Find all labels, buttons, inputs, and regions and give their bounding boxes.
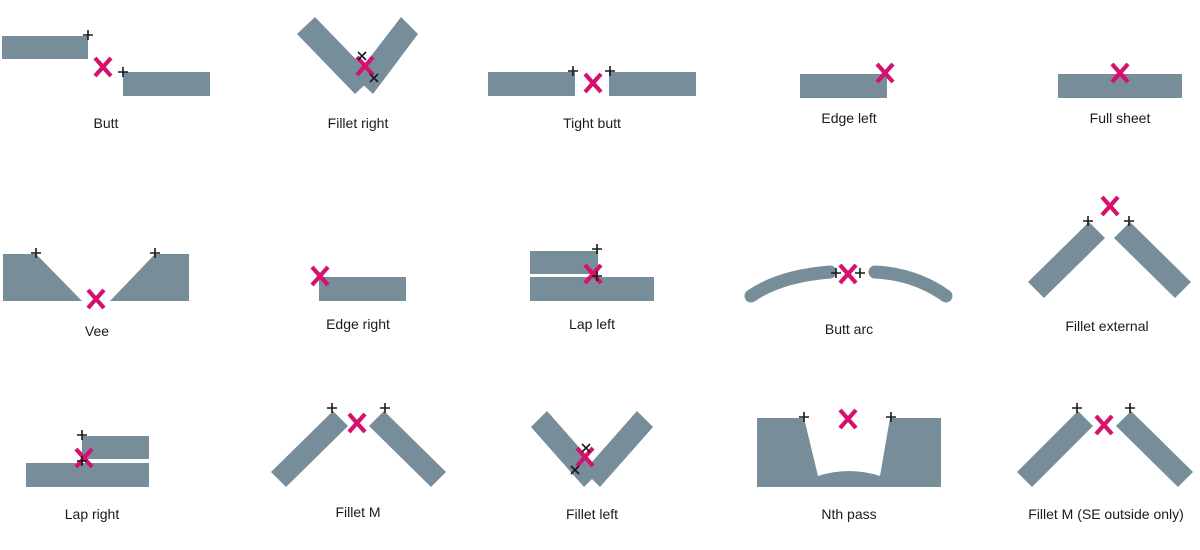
joint-label: Tight butt: [563, 115, 621, 131]
plate: [3, 254, 82, 301]
weld-x-marker: [575, 446, 595, 468]
plate: [1116, 411, 1193, 487]
weld-x-marker: [583, 263, 603, 285]
plate: [609, 72, 696, 96]
plate: [757, 418, 941, 487]
joint-fillet-right: Fillet right: [297, 17, 418, 131]
plus-marker: [83, 30, 93, 40]
plus-marker: [1125, 403, 1135, 413]
plate: [297, 17, 373, 94]
joint-lap-right: Lap right: [26, 430, 149, 522]
joint-fillet-m: Fillet M: [271, 403, 446, 520]
plus-marker: [77, 430, 87, 440]
joint-label: Nth pass: [821, 506, 876, 522]
plate: [530, 251, 598, 274]
plate: [369, 411, 446, 487]
plus-marker: [592, 271, 602, 281]
curved-plate: [868, 265, 953, 303]
plus-marker: [1124, 216, 1134, 226]
plate: [1017, 411, 1093, 487]
weld-x-marker: [1110, 62, 1130, 84]
joint-edge-right: Edge right: [310, 265, 406, 332]
joint-vee: Vee: [3, 248, 189, 339]
weld-x-marker: [838, 263, 858, 285]
weld-x-marker: [74, 447, 94, 469]
weld-x-marker: [347, 412, 367, 434]
plus-marker: [150, 248, 160, 258]
plate: [123, 72, 210, 96]
weld-x-marker: [355, 55, 375, 77]
plus-marker: [31, 248, 41, 258]
joint-label: Edge left: [821, 110, 876, 126]
plus-marker: [605, 66, 615, 76]
weld-x-marker: [93, 56, 113, 78]
plus-marker: [831, 268, 841, 278]
weld-x-marker: [86, 288, 106, 310]
joint-fillet-m-se: Fillet M (SE outside only): [1017, 403, 1193, 522]
joint-edge-left: Edge left: [800, 62, 895, 126]
joint-label: Vee: [85, 323, 109, 339]
joint-label: Fillet left: [566, 506, 618, 522]
weld-x-marker: [1094, 414, 1114, 436]
plate: [319, 277, 406, 301]
plus-marker: [592, 244, 602, 254]
joint-label: Butt: [94, 115, 119, 131]
joint-label: Fillet external: [1065, 318, 1148, 334]
joint-label: Full sheet: [1090, 110, 1151, 126]
joint-butt: Butt: [2, 30, 210, 131]
cross-marker: [570, 465, 580, 475]
plate: [1028, 222, 1105, 298]
joint-label: Lap right: [65, 506, 120, 522]
joint-butt-arc: Butt arc: [744, 263, 953, 337]
joint-label: Fillet M: [335, 504, 380, 520]
plate: [271, 411, 348, 487]
plate: [2, 36, 88, 59]
plus-marker: [327, 403, 337, 413]
weld-x-marker: [875, 62, 895, 84]
joint-fillet-left: Fillet left: [531, 411, 653, 522]
joint-label: Fillet M (SE outside only): [1028, 506, 1184, 522]
plus-marker: [77, 456, 87, 466]
joint-full-sheet: Full sheet: [1058, 62, 1182, 126]
joint-fillet-external: Fillet external: [1028, 195, 1191, 334]
plate: [82, 436, 149, 459]
plus-marker: [118, 67, 128, 77]
joint-label: Butt arc: [825, 321, 873, 337]
cross-marker: [369, 73, 379, 83]
joint-nth-pass: Nth pass: [757, 408, 941, 522]
weld-x-marker: [310, 265, 330, 287]
joint-label: Edge right: [326, 316, 390, 332]
plus-marker: [886, 412, 896, 422]
plate: [530, 277, 654, 301]
joint-label: Lap left: [569, 316, 615, 332]
joint-lap-left: Lap left: [530, 244, 654, 332]
cross-marker: [581, 443, 591, 453]
plus-marker: [799, 412, 809, 422]
plate: [531, 411, 600, 487]
cross-marker: [357, 51, 367, 61]
plus-marker: [1072, 403, 1082, 413]
plate: [488, 72, 575, 96]
plate: [1058, 74, 1182, 98]
plate: [110, 254, 189, 301]
curved-plate: [744, 265, 837, 303]
plus-marker: [380, 403, 390, 413]
weld-x-marker: [838, 408, 858, 430]
weld-x-marker: [1100, 195, 1120, 217]
joint-label: Fillet right: [328, 115, 389, 131]
weld-x-marker: [583, 72, 603, 94]
plus-marker: [568, 66, 578, 76]
plate: [584, 411, 653, 487]
plate: [355, 17, 418, 94]
joint-tight-butt: Tight butt: [488, 66, 696, 131]
plate: [26, 463, 149, 487]
plate: [1114, 222, 1191, 298]
plus-marker: [855, 268, 865, 278]
plate: [800, 74, 887, 98]
plus-marker: [1083, 216, 1093, 226]
